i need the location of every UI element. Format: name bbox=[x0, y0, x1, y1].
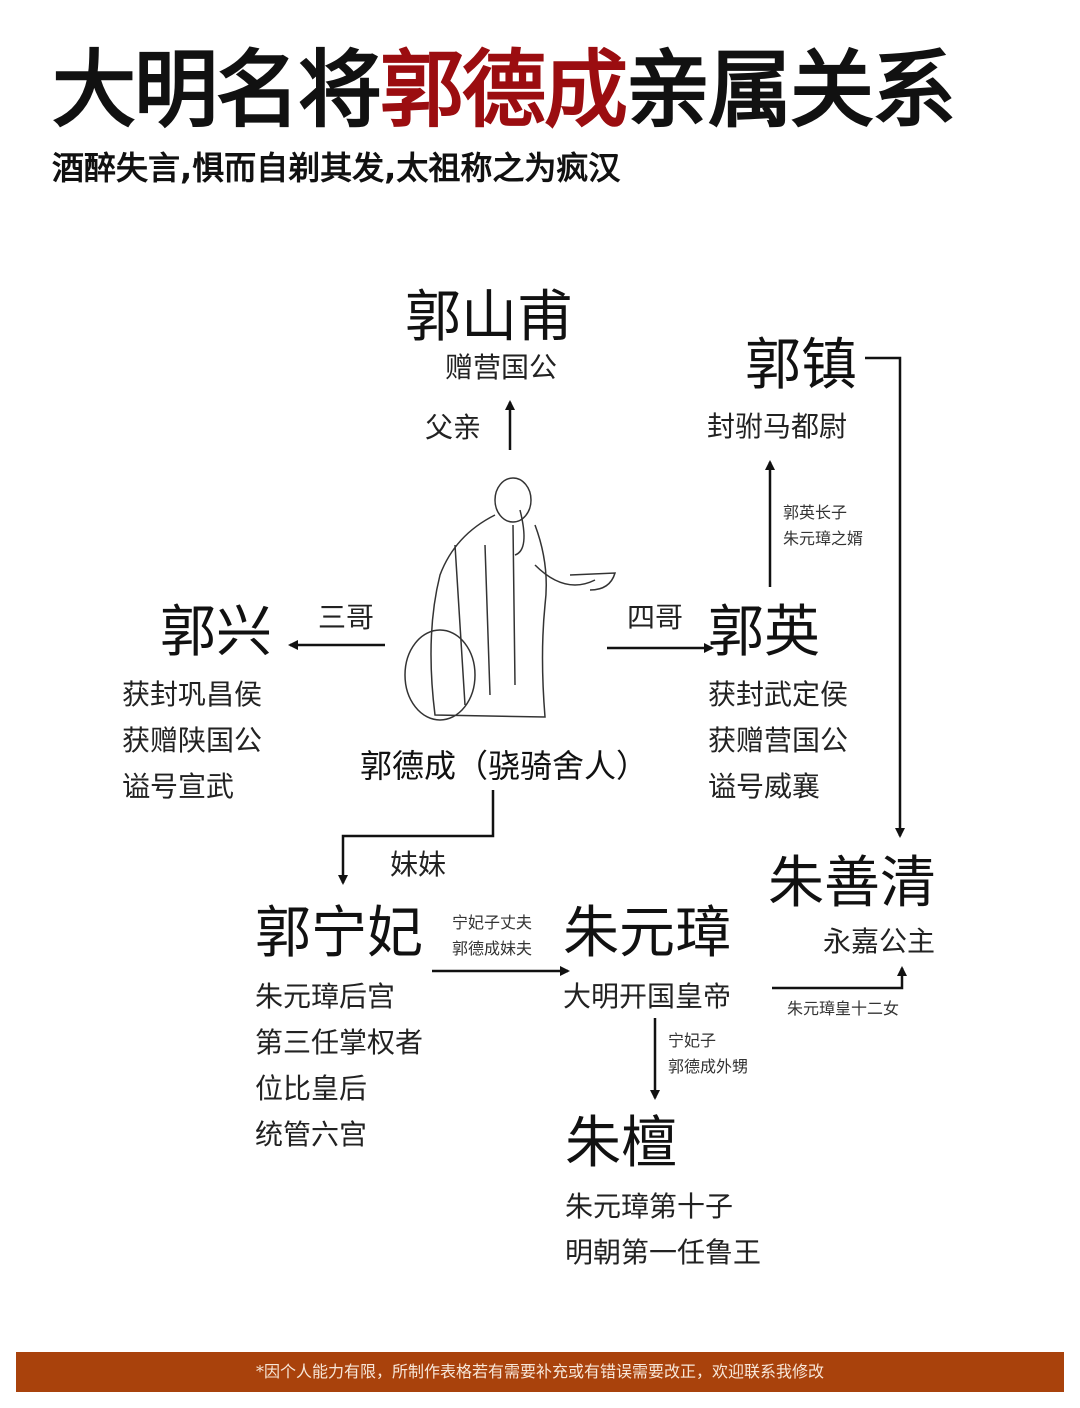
guoxing-details: 获封巩昌侯获赠陕国公谥号宣武 bbox=[122, 678, 263, 803]
zhushanqing-name: 朱善清 bbox=[768, 851, 936, 916]
guoxing-relation: 三哥 bbox=[318, 601, 375, 634]
ningfei-name: 郭宁妃 bbox=[255, 901, 423, 966]
ningfei-note: 宁妃子丈夫郭德成妹夫 bbox=[452, 913, 533, 958]
ningfei-relation: 妹妹 bbox=[390, 848, 447, 881]
guodecheng-portrait bbox=[404, 477, 617, 721]
arrow-to-zhushanqing bbox=[772, 966, 907, 990]
father-title: 赠营国公 bbox=[445, 351, 558, 384]
title-part2: 亲属关系 bbox=[626, 41, 956, 139]
title-highlight: 郭德成 bbox=[380, 41, 628, 139]
center-name: 郭德成（骁骑舍人） bbox=[360, 747, 649, 785]
line-guozhen-to-zhushanqing bbox=[865, 356, 905, 838]
subtitle: 酒醉失言,惧而自剃其发,太祖称之为疯汉 bbox=[52, 149, 621, 187]
ningfei-details: 朱元璋后宫第三任掌权者位比皇后统管六宫 bbox=[255, 980, 424, 1151]
father-relation: 父亲 bbox=[425, 411, 482, 444]
guoxing-name: 郭兴 bbox=[160, 600, 272, 665]
guozhen-name: 郭镇 bbox=[745, 333, 857, 398]
line-to-ningfei bbox=[338, 790, 495, 885]
title-part1: 大明名将 bbox=[52, 41, 382, 139]
zhushanqing-note: 朱元璋皇十二女 bbox=[787, 999, 900, 1018]
zhushanqing-title: 永嘉公主 bbox=[823, 925, 936, 958]
zhutan-details: 朱元璋第十子明朝第一任鲁王 bbox=[565, 1190, 762, 1269]
zhutan-note: 宁妃子郭德成外甥 bbox=[668, 1031, 749, 1076]
guozhen-title: 封驸马都尉 bbox=[707, 410, 848, 443]
guoying-relation: 四哥 bbox=[627, 601, 684, 634]
guoying-name: 郭英 bbox=[708, 600, 820, 665]
zhuyuanzhang-title: 大明开国皇帝 bbox=[563, 980, 732, 1013]
guozhen-note: 郭英长子朱元璋之婿 bbox=[783, 503, 864, 548]
father-name: 郭山甫 bbox=[405, 285, 573, 350]
guoying-details: 获封武定侯获赠营国公谥号威襄 bbox=[708, 678, 849, 803]
footer-note: *因个人能力有限，所制作表格若有需要补充或有错误需要改正，欢迎联系我修改 bbox=[16, 1352, 1064, 1392]
zhutan-name: 朱檀 bbox=[565, 1111, 677, 1176]
zhuyuanzhang-name: 朱元璋 bbox=[563, 901, 731, 966]
page-title: 大明名将郭德成亲属关系 bbox=[52, 48, 956, 132]
